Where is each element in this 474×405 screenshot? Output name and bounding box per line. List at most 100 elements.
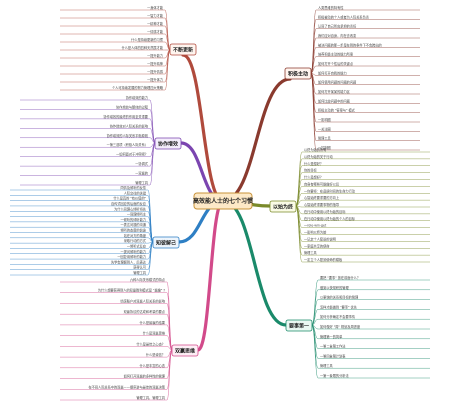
leaf-label[interactable]: 积极主动的 "答案与" 模式 xyxy=(318,108,356,113)
leaf-label[interactable]: 一如何面对于冲突呢？ xyxy=(116,152,148,157)
leaf-label[interactable]: 先学会理解别人，后表达 xyxy=(111,259,147,264)
leaf-label[interactable]: 倾听的态度的前途 xyxy=(121,228,147,233)
leaf-label[interactable]: 一影响圈 xyxy=(318,117,331,122)
leaf-label[interactable]: 一提升精神 xyxy=(147,61,163,66)
leaf-label[interactable]: 被决问题的那一步是在别的条件下不会跨出的 xyxy=(318,42,382,47)
leaf-label[interactable]: 如何打开双赢的多样性的管理 xyxy=(124,374,166,379)
leaf-label[interactable]: 情感账户对双赢人际关系的影响 xyxy=(120,298,165,303)
leaf-label[interactable]: 协作增效的能力 xyxy=(126,95,148,100)
leaf-label[interactable]: 一提问倾听的能力 xyxy=(121,249,147,254)
leaf-label[interactable]: 站在对方的角度 xyxy=(124,233,147,238)
leaf-label[interactable]: 在不同人际关系中的双赢——顺序游与最佳的双赢决策 xyxy=(89,384,166,389)
leaf-label[interactable]: 管理工具 xyxy=(320,363,334,368)
leaf-label[interactable]: 为什么想要获得别人的双赢胜利模式是 "赢输" ? xyxy=(98,288,166,293)
leaf-label[interactable]: 一第三选项（积极人际关系） xyxy=(107,142,148,147)
leaf-label[interactable]: 采取行动的方式 xyxy=(124,238,147,243)
leaf-label[interactable]: 以更快的关系和目标的管理 xyxy=(320,295,359,300)
leaf-label[interactable]: 一倾听式反应 xyxy=(127,243,147,248)
leaf-label[interactable]: 管理工具 xyxy=(135,180,149,185)
leaf-label[interactable]: 管理第一的简单 xyxy=(320,334,343,339)
leaf-label[interactable]: 六种人际关系模式的特点 xyxy=(130,277,166,282)
leaf-label[interactable]: 一家庭共享的使命 xyxy=(304,243,330,248)
leaf-label[interactable]: 个人可持续发展的努力管理四大策略 xyxy=(112,85,164,90)
leaf-label[interactable]: 培养积极主动的能力所需 xyxy=(318,52,353,57)
leaf-label[interactable]: 同情及倾听的反馈 xyxy=(121,185,147,190)
leaf-label[interactable]: 管理工具 xyxy=(318,136,332,141)
leaf-label[interactable]: 以终为始的关于行动 xyxy=(304,154,333,159)
branch-node-b2[interactable]: 积极主动 xyxy=(284,67,312,80)
leaf-label[interactable]: 做到以快常积的管理 xyxy=(320,285,349,290)
leaf-label[interactable]: 协作增效对人际关系的影响 xyxy=(110,123,148,128)
leaf-label[interactable]: 什么是持续更新的习惯 xyxy=(131,37,164,42)
leaf-label[interactable]: 如何使用问题的问题的问题 xyxy=(318,80,357,85)
leaf-label[interactable]: 如何比较问题中的问题 xyxy=(318,98,351,103)
leaf-label[interactable]: 一同理倾听主 xyxy=(127,212,147,217)
leaf-label[interactable]: 如何打开某某的能力区 xyxy=(318,89,351,94)
leaf-label[interactable]: 人类思维的特有性 xyxy=(318,5,344,10)
leaf-label[interactable]: 积极被动的个人或者为人际关系负责 xyxy=(318,14,369,19)
leaf-label[interactable]: 什么是最赢的结果 xyxy=(140,320,166,325)
leaf-label[interactable]: 如何分析确定不会要事情 xyxy=(320,314,356,319)
leaf-label[interactable]: 什么是想好？ xyxy=(304,161,323,166)
leaf-label[interactable]: 一表达问题的沟通 xyxy=(121,222,147,227)
leaf-label[interactable]: 一提升情感 xyxy=(147,69,164,74)
leaf-label[interactable]: 一记定个人愿景的说明 xyxy=(304,236,336,241)
leaf-label[interactable]: 以终为始的所有 xyxy=(304,147,326,152)
leaf-label[interactable]: 一提升能力 xyxy=(147,53,163,58)
leaf-label[interactable]: 要把 "要事" 放在前面什么？ xyxy=(320,275,360,280)
leaf-label[interactable]: 在行动中使用以终为始的个人的目标 xyxy=(304,216,356,221)
leaf-label[interactable]: 一定立个人愿景使命的模板 xyxy=(304,257,343,262)
leaf-label[interactable]: 协作增效与整体的过程 xyxy=(116,104,149,109)
leaf-label[interactable]: 什么是想好？ xyxy=(304,175,323,180)
leaf-label[interactable]: 一协调式 xyxy=(135,161,149,166)
branch-node-b3[interactable]: 以始为终 xyxy=(269,200,297,213)
leaf-label[interactable]: 什么是诚信？ xyxy=(146,352,165,357)
leaf-label[interactable]: 什么是双赢思维 xyxy=(143,331,166,336)
leaf-label[interactable]: 管理工具，管理工具 xyxy=(136,395,165,400)
leaf-label[interactable]: 什么是最佳之心态？ xyxy=(136,341,165,346)
leaf-label[interactable]: 一第二象限工作法 xyxy=(320,344,346,349)
leaf-label[interactable]: 如何打开个性后的关键点 xyxy=(318,61,354,66)
branch-node-b6[interactable]: 知彼解己 xyxy=(152,236,180,249)
leaf-label[interactable]: 怎样才能做到 "要事" 优先 xyxy=(320,304,358,309)
leaf-label[interactable]: 一精神才能 xyxy=(147,21,164,26)
branch-node-b4[interactable]: 要事第一 xyxy=(285,319,313,332)
leaf-label[interactable]: 管理工具 xyxy=(304,250,318,255)
leaf-label[interactable]: 一提升体力 xyxy=(147,77,163,82)
leaf-label[interactable]: 人际交往的关键 xyxy=(124,190,147,195)
leaf-label[interactable]: 协作增效的最终的作用至关重要 xyxy=(103,114,148,119)
leaf-label[interactable]: 你的目标 xyxy=(304,168,318,173)
leaf-label[interactable]: 一智力才能 xyxy=(147,13,164,18)
leaf-label[interactable]: 如何做好 "周" 规划及周进度 xyxy=(320,324,361,329)
leaf-label[interactable]: 一第一象限的分析法 xyxy=(320,373,349,378)
leaf-label[interactable]: 为什么同理心倾听将先 xyxy=(114,206,147,211)
branch-node-b1[interactable]: 不断更新 xyxy=(169,43,197,56)
leaf-label[interactable]: 自传式回应的后面的反应 xyxy=(111,201,147,206)
central-topic[interactable]: 高效能人士的七个习惯 xyxy=(193,192,253,210)
leaf-label[interactable]: 心智始终重要事物的指导 xyxy=(304,202,339,207)
branch-node-b7[interactable]: 协作增效 xyxy=(154,137,182,150)
leaf-label[interactable]: 什么是人体的四种天然属才能 xyxy=(122,45,164,50)
leaf-label[interactable]: 一关注圈 xyxy=(318,126,331,131)
leaf-label[interactable]: 一倾听的倾听能力 xyxy=(121,217,147,222)
leaf-label[interactable]: 一影响以终为始 xyxy=(304,230,327,235)
leaf-label[interactable]: 获得认可 xyxy=(133,265,147,270)
leaf-label[interactable]: 一role-win-get xyxy=(304,224,327,228)
leaf-label[interactable]: 一第四象限计划表 xyxy=(320,353,346,358)
leaf-label[interactable]: 心智始终要重要的方向上 xyxy=(304,195,340,200)
leaf-label[interactable]: 管理工具 xyxy=(133,270,147,275)
leaf-label[interactable]: 一控制圈 xyxy=(318,145,331,150)
leaf-label[interactable]: 我们应对自身，内在去改变 xyxy=(318,33,357,38)
leaf-label[interactable]: 双赢协议的达成和考量的要点 xyxy=(124,309,166,314)
leaf-label[interactable]: 在行动中使用以终为始的目标 xyxy=(304,209,346,214)
leaf-label[interactable]: 一回复用倾听的能力 xyxy=(117,254,146,259)
branch-node-b5[interactable]: 双赢思维 xyxy=(171,344,199,357)
leaf-label[interactable]: 认同了自己所应承担的责任 xyxy=(318,24,357,29)
leaf-label[interactable]: 一你要将：在品质时间的生命力行动 xyxy=(304,188,355,193)
leaf-label[interactable]: 协作增效的人际关系平衡原则 xyxy=(107,133,148,138)
leaf-label[interactable]: 一身体才能 xyxy=(147,5,164,10)
leaf-label[interactable]: 一双赢的 xyxy=(135,171,148,176)
leaf-label[interactable]: 一情感才能 xyxy=(147,29,164,34)
leaf-label[interactable]: 什么是真的 "有价值的" xyxy=(113,196,146,201)
leaf-label[interactable]: 什么是丰富的心态 xyxy=(140,363,166,368)
